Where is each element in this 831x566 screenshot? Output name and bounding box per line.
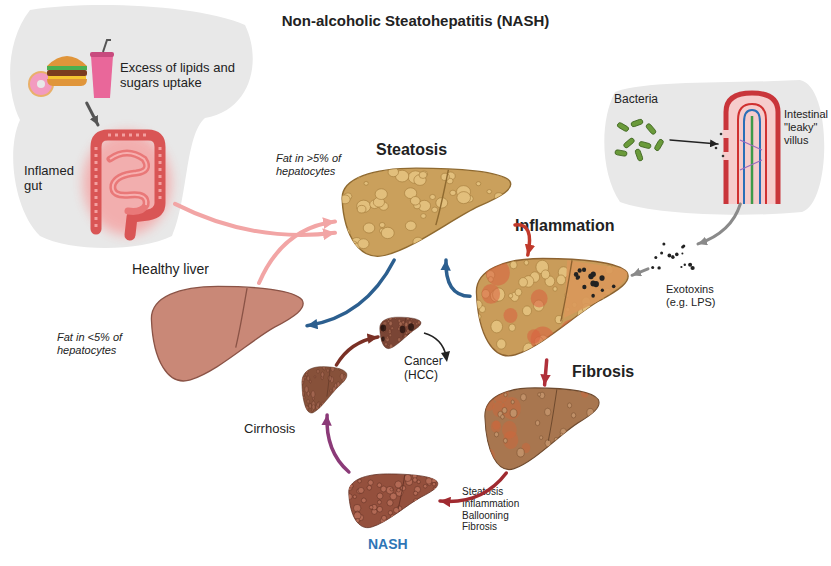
note-text: Fat in <5% of hepatocytes xyxy=(57,331,149,357)
flow-arrow xyxy=(440,473,506,501)
stage-label: Healthy liver xyxy=(132,261,209,278)
stage-label: Cirrhosis xyxy=(244,421,295,436)
cancer-loop-arrow xyxy=(424,333,446,356)
stage-label: Cancer (HCC) xyxy=(404,354,454,382)
gut-icon: Inflamed gut xyxy=(80,125,175,240)
flow-arrow xyxy=(175,204,335,235)
food-icon-shape xyxy=(25,38,115,103)
stage-label: Exotoxins (e.g. LPS) xyxy=(666,283,732,309)
flow-arrow xyxy=(632,269,648,275)
liver-stage: Cirrhosis xyxy=(300,365,348,415)
flow-arrow xyxy=(698,204,740,244)
villus-backdrop xyxy=(604,80,824,215)
food-icon: Excess of lipids and sugars uptake xyxy=(25,38,115,103)
flow-arrow xyxy=(515,225,530,255)
stage-label: Inflammation xyxy=(515,217,615,236)
bacteria-icon: Bacteria xyxy=(615,115,670,160)
liver-stage: Fibrosis xyxy=(480,385,602,473)
stage-label: Excess of lipids and sugars uptake xyxy=(120,60,235,91)
exotoxin-icon: Exotoxins (e.g. LPS) xyxy=(648,240,698,278)
flow-arrow xyxy=(87,103,98,125)
stage-label: Intestinal "leaky" villus xyxy=(784,108,830,147)
stage-label: Inflamed gut xyxy=(24,163,82,194)
gut-backdrop xyxy=(10,5,253,248)
flow-arrow xyxy=(670,140,718,144)
exotoxin-icon-shape xyxy=(648,240,698,278)
liver-stage-shape xyxy=(145,283,307,385)
bacteria-icon-shape xyxy=(615,115,670,160)
note-text: Fat in >5% of hepatocytes xyxy=(276,152,368,178)
liver-stage-shape xyxy=(480,385,602,473)
liver-stage-shape xyxy=(300,365,348,415)
liver-stage-shape xyxy=(335,165,515,260)
liver-stage-shape xyxy=(378,316,422,350)
liver-stage-shape xyxy=(345,472,440,530)
stage-label: Fibrosis xyxy=(572,363,634,382)
flow-arrow xyxy=(259,222,335,283)
gut-icon-shape xyxy=(80,125,175,240)
liver-stage: Healthy liverFat in <5% of hepatocytes xyxy=(145,283,307,385)
stage-label: Steatosis xyxy=(376,141,447,160)
note-text: Steatosis Inflammation Ballooning Fibros… xyxy=(462,486,532,533)
flow-arrow xyxy=(446,260,470,296)
flow-arrow xyxy=(545,360,547,385)
liver-stage-shape xyxy=(470,255,632,360)
stage-label: Bacteria xyxy=(614,92,658,106)
diagram-title: Non-alcoholic Steatohepatitis (NASH) xyxy=(0,12,831,29)
liver-stage: Cancer (HCC) xyxy=(378,316,422,350)
liver-stage: Inflammation xyxy=(470,255,632,360)
liver-stage: SteatosisFat in >5% of hepatocytes xyxy=(335,165,515,260)
stage-label: NASH xyxy=(368,536,408,553)
villus-icon-shape xyxy=(718,90,786,204)
villus-icon: Intestinal "leaky" villus xyxy=(718,90,786,204)
liver-stage: NASHSteatosis Inflammation Ballooning Fi… xyxy=(345,472,440,530)
flow-arrow xyxy=(327,415,349,472)
flow-arrow xyxy=(336,337,378,365)
flow-arrow xyxy=(307,260,394,326)
